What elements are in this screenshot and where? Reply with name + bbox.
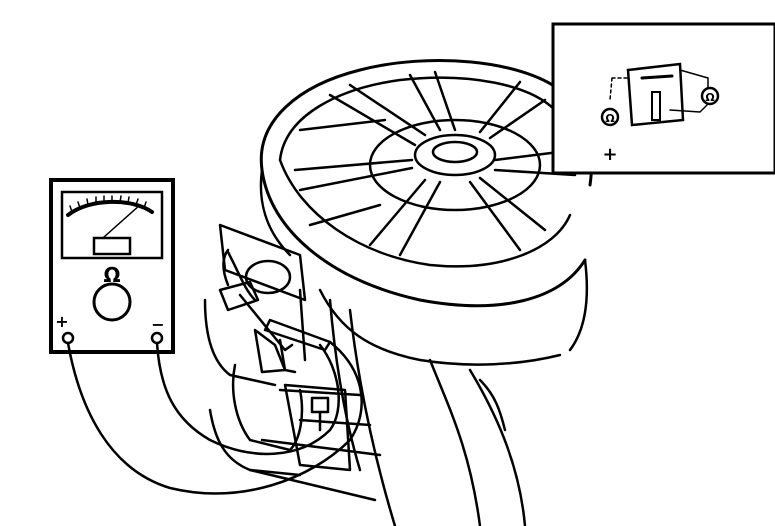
inset-left-probe <box>600 107 620 127</box>
ignition-coil <box>203 223 382 502</box>
meter-zero-adjust-knob <box>92 282 132 322</box>
inset-detail: Ω Ω + <box>551 22 775 175</box>
test-leads <box>66 250 363 495</box>
inset-coil-terminal <box>651 91 661 121</box>
inset-right-symbol: Ω <box>705 91 715 104</box>
meter-needle-pivot <box>92 236 132 256</box>
engine-housing <box>259 59 594 526</box>
ohmmeter: Ω + − <box>49 178 175 354</box>
inset-dashed-lead <box>609 77 629 101</box>
inset-right-lead-bottom <box>669 103 709 113</box>
meter-positive-label: + <box>55 312 68 331</box>
inset-left-symbol: Ω <box>605 112 615 125</box>
meter-negative-terminal <box>150 331 164 345</box>
meter-ohm-symbol: Ω <box>103 263 120 287</box>
inset-right-lead-top <box>679 69 709 91</box>
meter-positive-terminal <box>61 331 75 345</box>
cover-grille <box>293 70 577 257</box>
inset-positive-label: + <box>602 144 617 165</box>
inset-right-probe <box>700 86 720 106</box>
meter-negative-label: − <box>151 315 164 334</box>
inset-coil-slot <box>640 74 674 80</box>
meter-scale-arc <box>66 199 154 217</box>
meter-scale-ticks <box>69 195 147 213</box>
